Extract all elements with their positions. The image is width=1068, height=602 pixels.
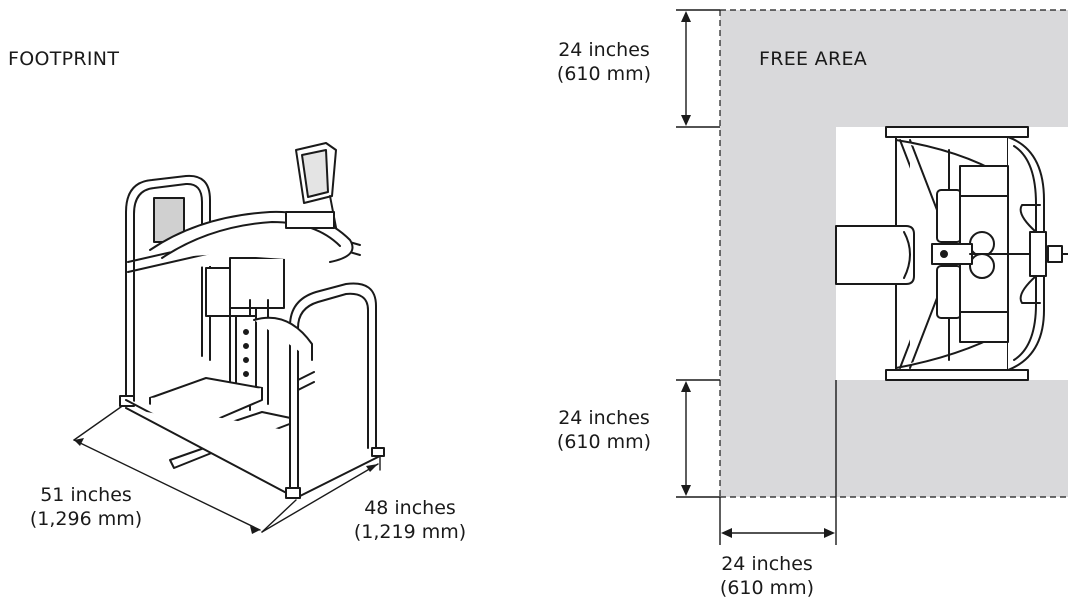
free-area-zone: [720, 10, 1068, 497]
depth-dimension-inches: 51 inches: [40, 484, 132, 506]
top-clearance-label: 24 inches (610 mm): [524, 38, 684, 86]
top-clearance-inches: 24 inches: [558, 39, 650, 61]
depth-dimension-mm: (1,296 mm): [29, 508, 143, 530]
exercise-machine-top-view-icon: [835, 126, 1068, 381]
bottom-clearance-mm: (610 mm): [556, 431, 652, 453]
side-clearance-mm: (610 mm): [719, 577, 815, 599]
width-dimension-mm: (1,219 mm): [353, 521, 467, 543]
free-area-title: FREE AREA: [759, 48, 868, 70]
top-clearance-mm: (610 mm): [556, 63, 652, 85]
width-dimension-inches: 48 inches: [364, 497, 456, 519]
side-clearance-inches: 24 inches: [721, 553, 813, 575]
depth-dimension-label: 51 inches (1,296 mm): [6, 483, 166, 531]
exercise-machine-isometric-icon: [73, 142, 385, 534]
footprint-title: FOOTPRINT: [8, 48, 120, 70]
side-clearance-label: 24 inches (610 mm): [687, 552, 847, 600]
width-dimension-label: 48 inches (1,219 mm): [330, 496, 490, 544]
bottom-clearance-inches: 24 inches: [558, 407, 650, 429]
bottom-clearance-label: 24 inches (610 mm): [524, 406, 684, 454]
free-area-diagram: [676, 9, 1068, 545]
